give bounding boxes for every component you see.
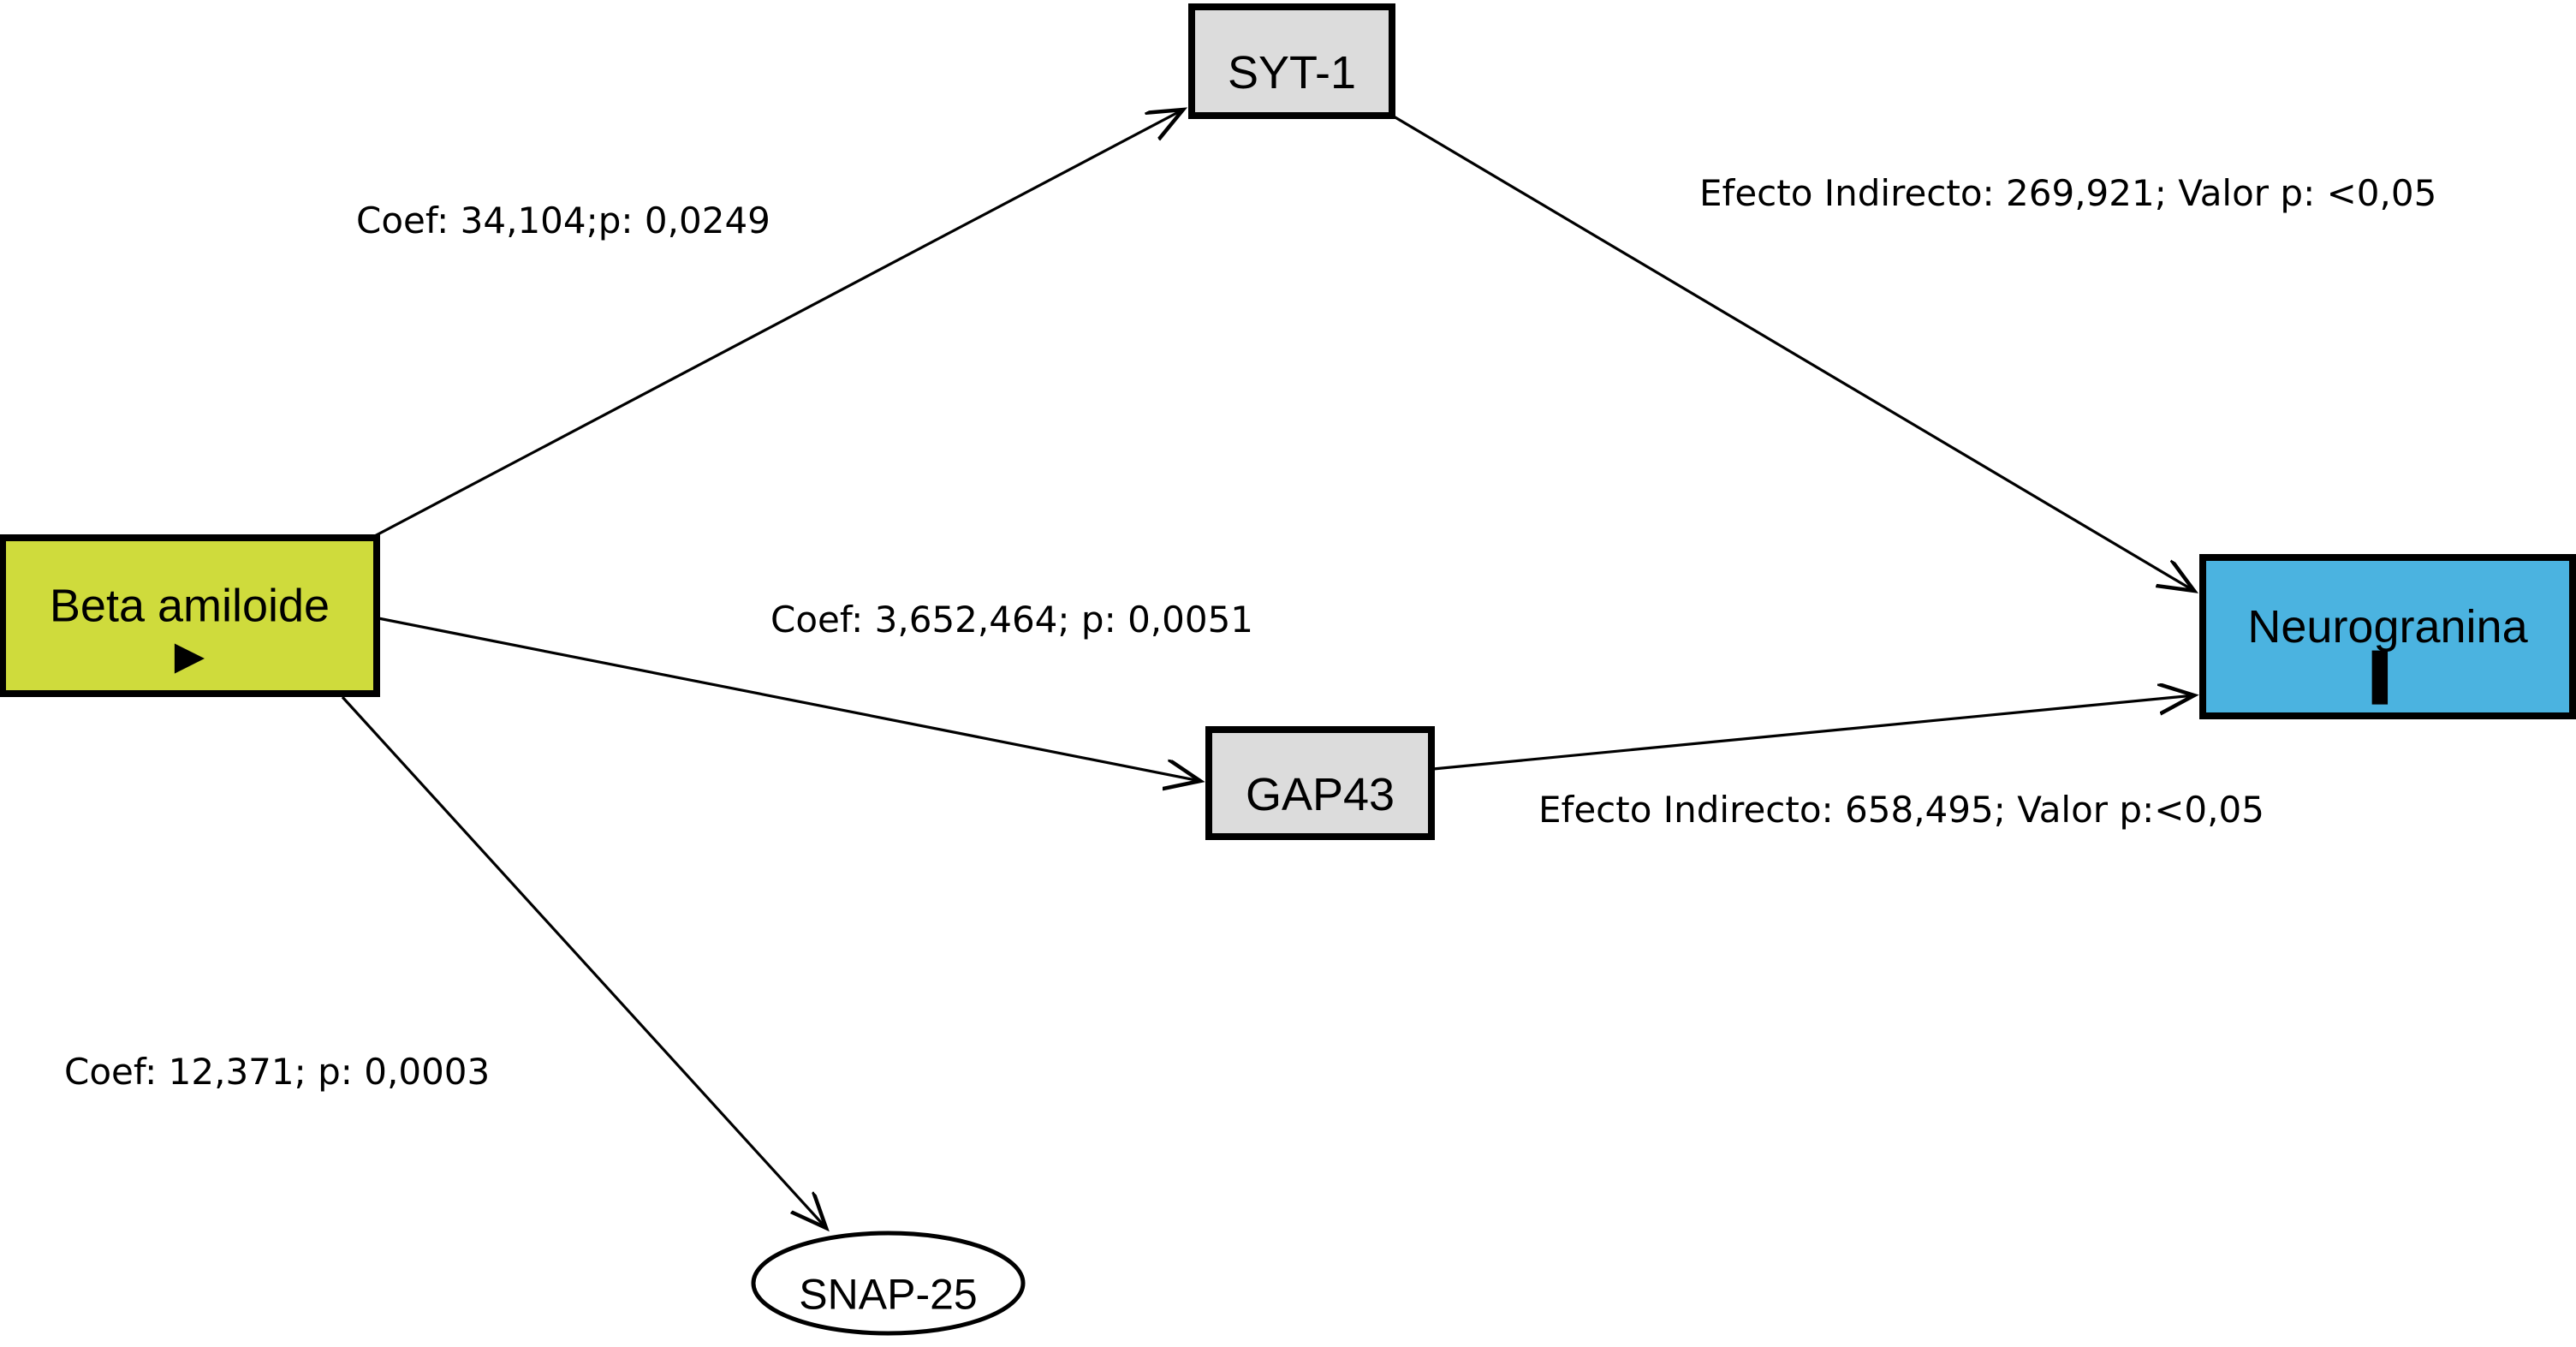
node-label-gap43: GAP43 bbox=[1246, 769, 1395, 820]
node-label-neurogranina: Neurogranina bbox=[2247, 601, 2528, 653]
edge-label-syt1-to-neurogranina: Efecto Indirecto: 269,921; Valor p: <0,0… bbox=[1699, 172, 2436, 214]
node-snap-25[interactable]: SNAP-25 bbox=[751, 1231, 1026, 1336]
node-shape-snap-25 bbox=[751, 1231, 1026, 1336]
vertical-bar-marker: ▌ bbox=[2372, 650, 2404, 705]
edge-beta-to-syt1 bbox=[367, 110, 1183, 541]
node-label-syt-1: SYT-1 bbox=[1228, 47, 1356, 98]
node-neurogranina[interactable]: Neurogranina▌ bbox=[2199, 554, 2576, 719]
node-syt-1[interactable]: SYT-1 bbox=[1188, 3, 1395, 119]
edge-label-beta-to-snap25: Coef: 12,371; p: 0,0003 bbox=[64, 1051, 490, 1093]
edge-label-beta-to-gap43: Coef: 3,652,464; p: 0,0051 bbox=[770, 599, 1253, 641]
edge-gap43-to-neurogranina bbox=[1432, 695, 2194, 771]
edge-label-beta-to-syt1: Coef: 34,104;p: 0,0249 bbox=[356, 200, 770, 241]
node-shape-neurogranina bbox=[2199, 554, 2576, 719]
edge-beta-to-gap43 bbox=[378, 617, 1200, 781]
edges-layer bbox=[341, 110, 2194, 1228]
node-label-snap-25: SNAP-25 bbox=[799, 1271, 977, 1319]
node-shape-syt-1 bbox=[1188, 3, 1395, 119]
node-shape-beta-amiloide bbox=[0, 534, 380, 697]
node-gap43[interactable]: GAP43 bbox=[1205, 726, 1435, 840]
edge-beta-to-snap25 bbox=[341, 695, 826, 1228]
right-triangle-marker: ▶ bbox=[175, 633, 205, 677]
node-shape-gap43 bbox=[1205, 726, 1435, 840]
node-beta-amiloide[interactable]: Beta amiloide▶ bbox=[0, 534, 380, 697]
edge-label-gap43-to-neurogranina: Efecto Indirecto: 658,495; Valor p:<0,05 bbox=[1538, 789, 2264, 831]
node-label-beta-amiloide: Beta amiloide bbox=[50, 580, 330, 631]
edge-syt1-to-neurogranina bbox=[1393, 115, 2194, 591]
